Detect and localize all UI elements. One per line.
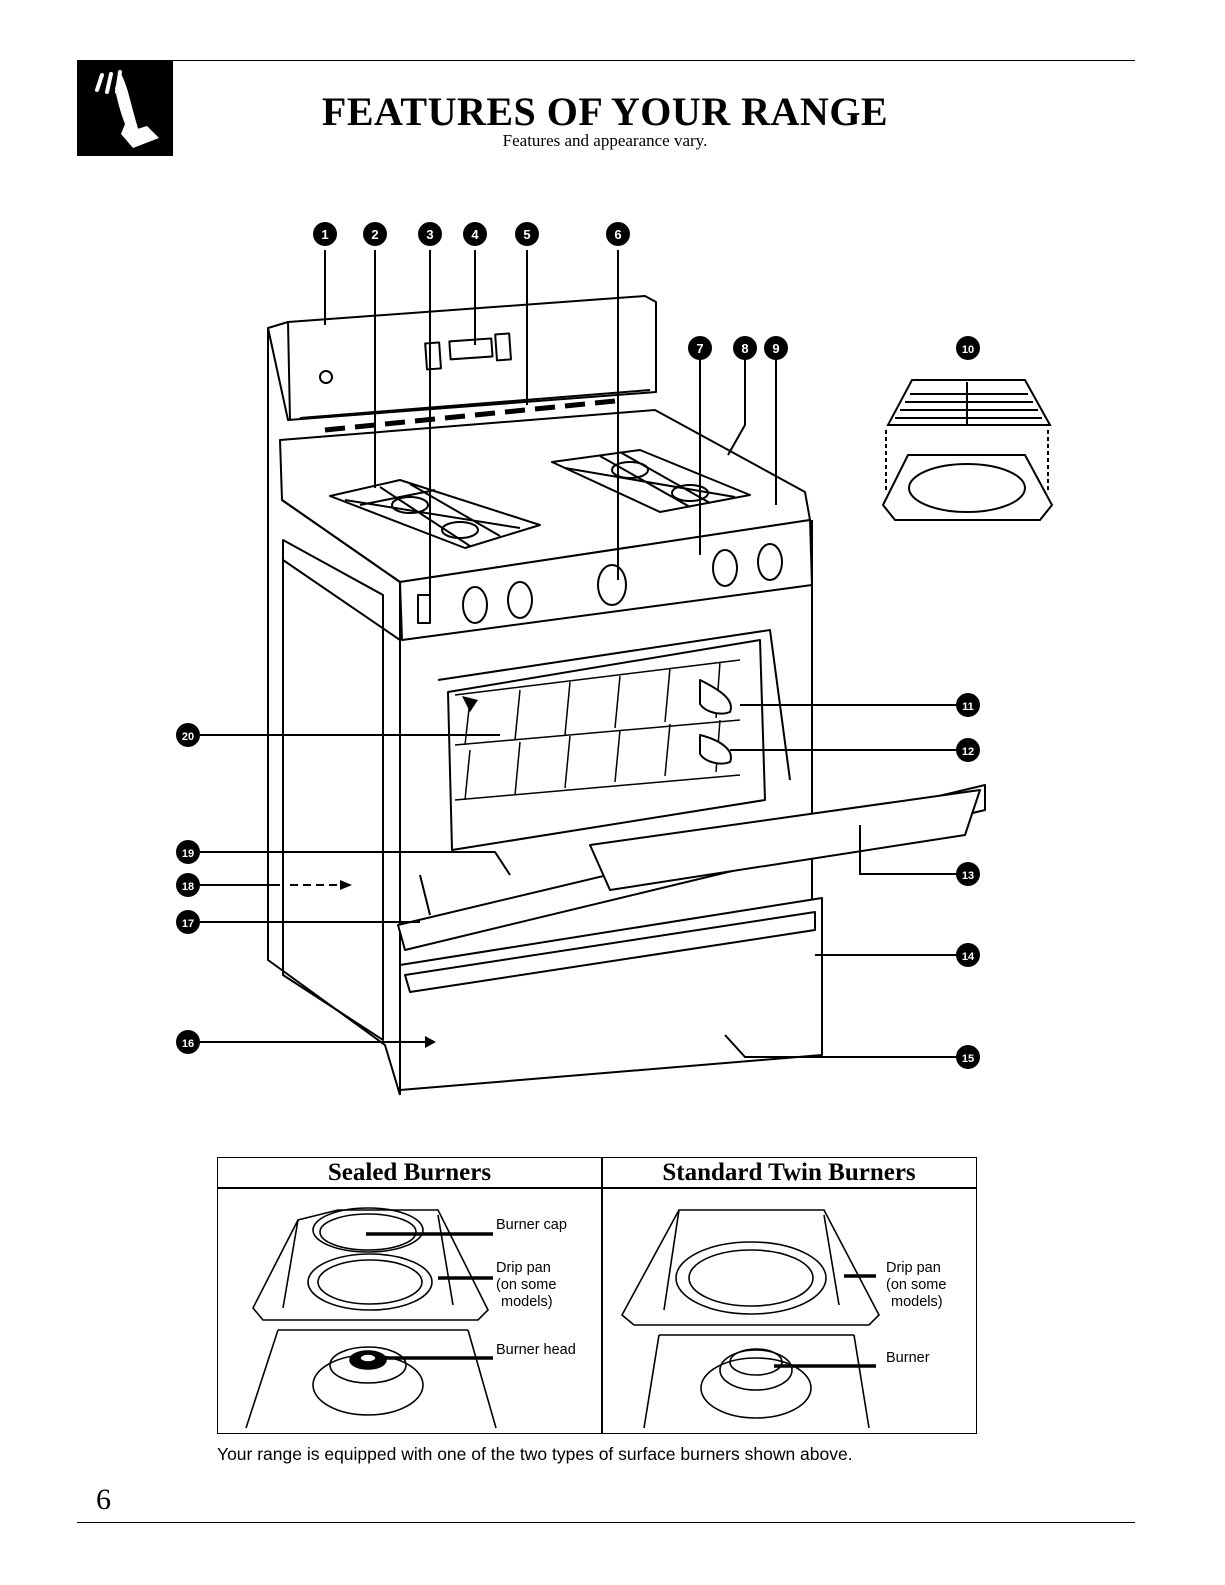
page-number: 6 bbox=[96, 1483, 111, 1516]
range-diagram: 1 2 3 4 5 6 7 8 9 10 11 12 13 14 15 16 1… bbox=[176, 222, 1054, 1096]
sealed-burners-heading: Sealed Burners bbox=[327, 1159, 492, 1186]
drip-pan-label-right-1: Drip pan bbox=[886, 1260, 941, 1276]
callout-14: 14 bbox=[962, 951, 975, 963]
callout-15: 15 bbox=[962, 1053, 974, 1065]
callout-9: 9 bbox=[772, 341, 779, 356]
callout-8: 8 bbox=[741, 341, 748, 356]
burner-head-label: Burner head bbox=[496, 1342, 576, 1358]
sealed-burner-illustration bbox=[245, 1207, 497, 1429]
callout-badges: 1 2 3 4 5 6 7 8 9 10 11 12 13 14 15 16 1… bbox=[176, 222, 980, 1069]
table-column-divider bbox=[601, 1158, 603, 1433]
callout-7: 7 bbox=[696, 341, 703, 356]
burner-comparison-table: Sealed Burners Standard Twin Burners Bur… bbox=[217, 1157, 977, 1434]
drip-pan-label-right-3: models) bbox=[891, 1294, 943, 1310]
callout-6: 6 bbox=[614, 227, 621, 242]
callout-16: 16 bbox=[182, 1038, 194, 1050]
callout-2: 2 bbox=[371, 227, 378, 242]
callout-12: 12 bbox=[962, 746, 974, 758]
callout-5: 5 bbox=[523, 227, 530, 242]
hand-pointing-icon bbox=[77, 60, 173, 156]
callout-1: 1 bbox=[321, 227, 328, 242]
drip-pan-label-left-2: (on some bbox=[496, 1277, 557, 1293]
twin-burners-heading: Standard Twin Burners bbox=[662, 1159, 916, 1186]
callout-20: 20 bbox=[182, 731, 194, 743]
top-rule bbox=[77, 60, 1135, 61]
burner-label: Burner bbox=[886, 1350, 930, 1366]
callout-11: 11 bbox=[962, 701, 974, 713]
callout-4: 4 bbox=[471, 227, 479, 242]
callout-17: 17 bbox=[182, 918, 194, 930]
callout-3: 3 bbox=[426, 227, 433, 242]
bottom-rule bbox=[77, 1522, 1135, 1523]
callout-19: 19 bbox=[182, 848, 194, 860]
callout-13: 13 bbox=[962, 870, 974, 882]
twin-burner-illustration bbox=[620, 1209, 880, 1429]
drip-pan-label-left-3: models) bbox=[501, 1294, 553, 1310]
table-header-rule bbox=[218, 1187, 976, 1189]
page-subtitle: Features and appearance vary. bbox=[502, 131, 708, 150]
drip-pan-label-right-2: (on some bbox=[886, 1277, 947, 1293]
drip-pan-label-left-1: Drip pan bbox=[496, 1260, 551, 1276]
burner-caption: Your range is equipped with one of the t… bbox=[217, 1444, 853, 1464]
callout-10: 10 bbox=[962, 344, 974, 356]
callout-18: 18 bbox=[182, 881, 194, 893]
page-title: FEATURES OF YOUR RANGE bbox=[321, 89, 889, 134]
burner-cap-label: Burner cap bbox=[496, 1217, 567, 1233]
